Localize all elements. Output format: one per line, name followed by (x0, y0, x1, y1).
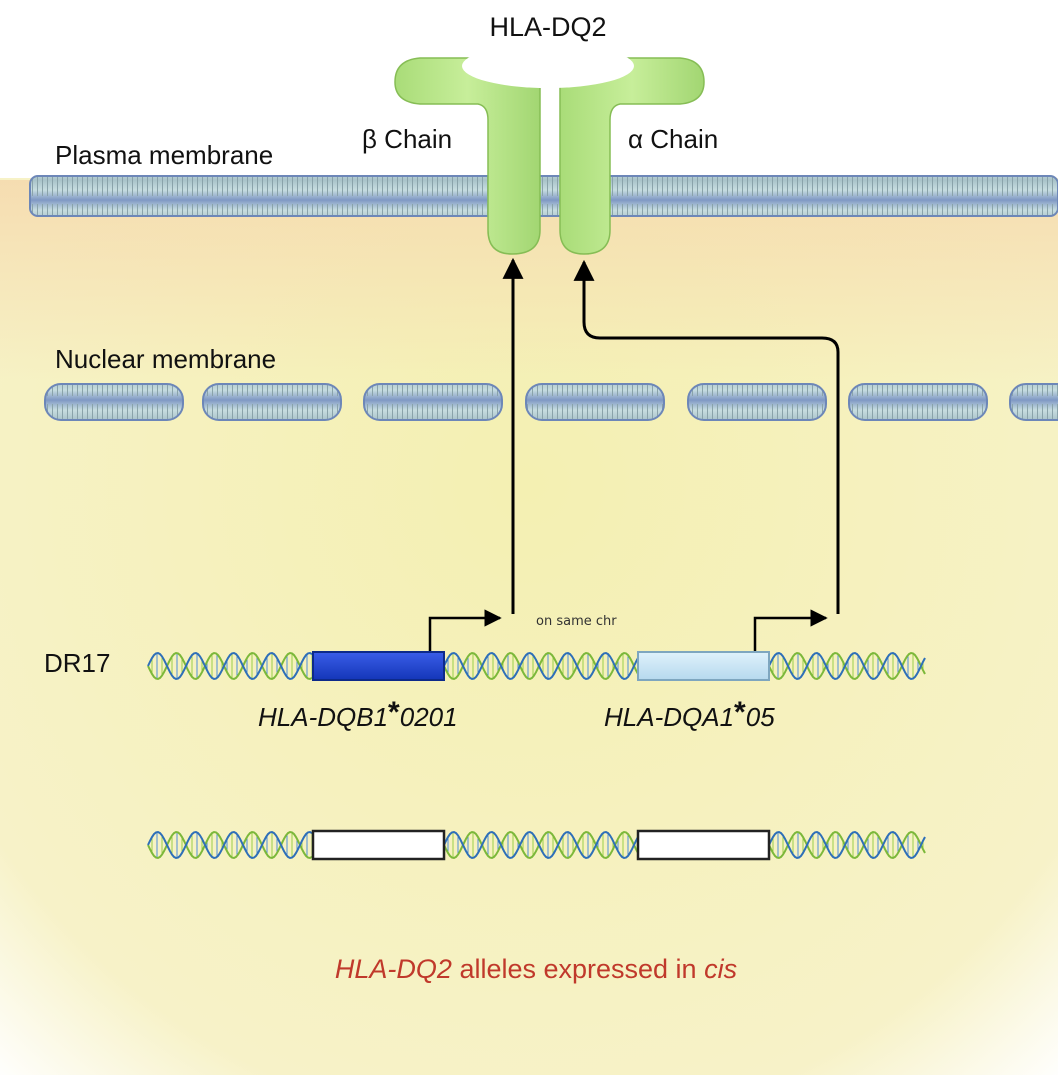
gene-box-homolog-b (311, 829, 446, 861)
gene-name-dqb1: HLA-DQB1 (258, 702, 388, 732)
figure-caption: HLA-DQ2 alleles expressed in cis (335, 954, 737, 984)
dna-backbone (768, 830, 926, 860)
peptide-groove (462, 44, 634, 88)
allele-label-dqb1: HLA-DQB1*0201 (258, 696, 458, 732)
dna-backbone (443, 651, 639, 681)
dna-backbone (768, 651, 926, 681)
dna-backbone (768, 651, 926, 681)
beta-arrow-promoter (428, 609, 502, 652)
nuclear-membrane-segment (202, 383, 342, 421)
nuclear-membrane-segment (525, 383, 665, 421)
caption-italic-hla: HLA-DQ2 (335, 954, 452, 984)
caption-plain: alleles expressed in (452, 954, 704, 984)
gene-name-dqa1: HLA-DQA1 (604, 702, 734, 732)
dna-backbone (443, 651, 639, 681)
alpha-chain-shape (559, 57, 705, 255)
alpha-chain-label: α Chain (628, 124, 718, 154)
handwritten-annotation: on same chr (536, 614, 617, 629)
allele-star-dqb1: * (388, 696, 400, 729)
chromosome-label: DR17 (44, 648, 110, 678)
protein-title: HLA-DQ2 (489, 12, 606, 42)
dna-backbone (147, 651, 313, 681)
dna-backbone (443, 830, 639, 860)
allele-number-dqa1: 05 (746, 702, 775, 732)
gene-box-dqb1 (312, 651, 445, 681)
allele-number-dqb1: 0201 (400, 702, 458, 732)
nuclear-membrane-label: Nuclear membrane (55, 344, 276, 374)
dna-strand-homolog (147, 830, 926, 860)
dna-backbone (147, 651, 313, 681)
allele-star-dqa1: * (734, 696, 746, 729)
nuclear-membrane (44, 383, 1058, 421)
hla-dq2-protein (394, 44, 705, 255)
allele-label-dqa1: HLA-DQA1*05 (604, 696, 775, 732)
nuclear-membrane-segment (44, 383, 184, 421)
alpha-arrow-promoter (753, 609, 828, 652)
dna-backbone (768, 830, 926, 860)
alpha-arrow-path (573, 259, 840, 614)
plasma-membrane-label: Plasma membrane (55, 140, 273, 170)
dna-backbone (147, 830, 313, 860)
nuclear-membrane-segment (848, 383, 988, 421)
nuclear-membrane-segment (687, 383, 827, 421)
beta-chain-label: β Chain (362, 124, 452, 154)
dna-backbone (147, 830, 313, 860)
plasma-membrane (29, 175, 1058, 217)
gene-box-dqa1 (637, 651, 770, 681)
dna-strand-dr17 (147, 651, 926, 681)
gene-box-homolog-a (636, 829, 771, 861)
nuclear-membrane-segment (1009, 383, 1058, 421)
expression-arrows (428, 257, 840, 652)
nuclear-membrane-segment (363, 383, 503, 421)
caption-italic-cis: cis (704, 954, 737, 984)
dna-backbone (443, 830, 639, 860)
